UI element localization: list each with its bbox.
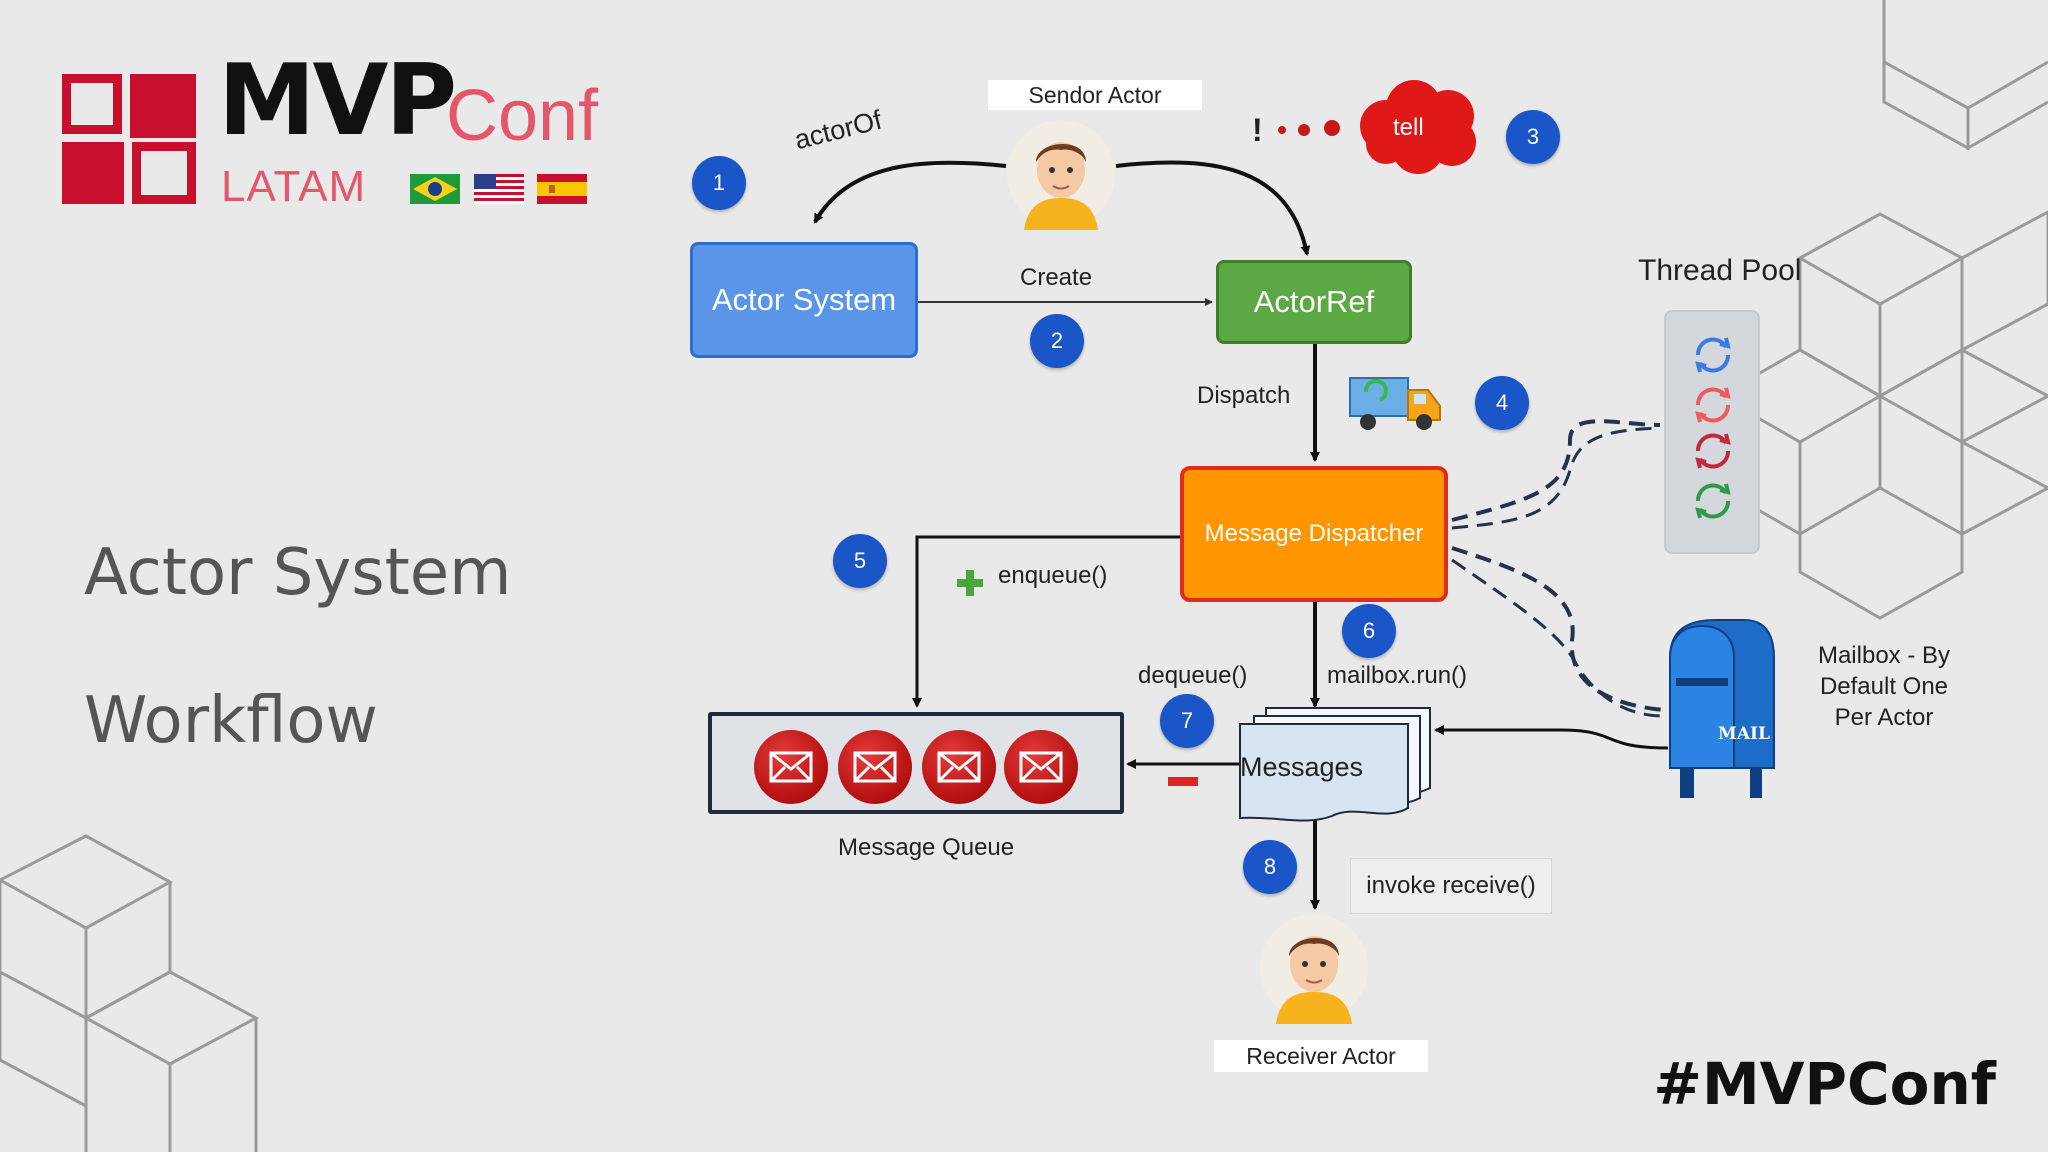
messages-label: Messages (1240, 752, 1364, 782)
message-queue-label: Message Queue (838, 834, 1015, 861)
edge-mailbox-top (1451, 546, 1665, 712)
message-queue-box (708, 712, 1124, 814)
step-badge-4: 4 (1475, 376, 1529, 430)
dispatch-label: Dispatch (1197, 382, 1291, 409)
actor-system-node: Actor System (690, 242, 918, 358)
thread-pool-label: Thread Pool (1638, 254, 1802, 287)
spain-flag (537, 174, 587, 204)
step-badge-3: 3 (1506, 110, 1560, 164)
logo-square-solid-tr (130, 74, 196, 138)
edge-enqueue (912, 535, 1180, 708)
edge-threadpool-top (1451, 419, 1661, 522)
envelope-icon (754, 730, 828, 804)
logo-square-outline-br (132, 142, 196, 204)
tell-dot-3 (1324, 120, 1340, 136)
brazil-flag (410, 174, 460, 204)
envelope-icon (838, 730, 912, 804)
edge-mailbox-bottom (1451, 558, 1665, 718)
receiver-actor-avatar-icon (1260, 914, 1368, 1024)
thread-refresh-icon (1695, 433, 1731, 469)
step-badge-1: 1 (692, 156, 746, 210)
logo-mvp-text: MVP (218, 44, 457, 158)
usa-flag (474, 174, 524, 204)
minus-icon (1168, 777, 1198, 786)
plus-icon (957, 570, 983, 596)
invoke-receive-label: invoke receive() (1350, 858, 1552, 914)
tell-cloud-icon (1360, 80, 1476, 174)
step-badge-6: 6 (1342, 604, 1396, 658)
create-label: Create (1020, 264, 1093, 291)
messages-stack-icon (1239, 707, 1431, 822)
logo-square-solid-bl (62, 142, 124, 204)
logo-conf-text: Conf (446, 76, 599, 156)
sender-actor-avatar-icon (1007, 120, 1115, 230)
step-badge-7: 7 (1160, 694, 1214, 748)
message-dispatcher-node: Message Dispatcher (1180, 466, 1448, 602)
edge-threadpool-bottom (1451, 426, 1661, 530)
mailbox-label: Mailbox - By Default One Per Actor (1817, 642, 1951, 731)
thread-refresh-icon (1695, 387, 1731, 423)
thread-pool-box (1664, 310, 1760, 554)
step-badge-8: 8 (1243, 840, 1297, 894)
tell-dot-2 (1298, 124, 1310, 136)
slide-title: Actor System Workflow (84, 462, 511, 832)
hashtag: #MVPConf (1653, 1050, 1996, 1118)
logo-square-outline-tl (62, 74, 122, 134)
edge-actorof (813, 160, 1007, 224)
edge-mailbox-to-messages (1434, 725, 1669, 750)
envelope-icon (1004, 730, 1078, 804)
delivery-truck-icon (1349, 377, 1441, 430)
tell-label: tell (1393, 114, 1424, 141)
tell-dot-1 (1278, 126, 1286, 134)
slide-title-line2: Workflow (84, 684, 378, 758)
step-badge-5: 5 (833, 534, 887, 588)
slide-title-line1: Actor System (84, 536, 512, 610)
step-badge-2: 2 (1030, 314, 1084, 368)
enqueue-label: enqueue() (998, 562, 1108, 589)
logo-latam-text: LATAM (221, 162, 367, 211)
dequeue-label: dequeue() (1138, 662, 1248, 689)
edge-sender-to-actorref (1115, 160, 1311, 256)
tell-bang-label: ! (1252, 112, 1263, 148)
thread-refresh-icon (1695, 337, 1731, 373)
sender-actor-label: Sendor Actor (988, 80, 1202, 110)
mailbox-sign: MAIL (1718, 724, 1770, 744)
actorref-node: ActorRef (1216, 260, 1412, 344)
thread-refresh-icon (1695, 483, 1731, 519)
envelope-icon (922, 730, 996, 804)
mailbox-run-label: mailbox.run() (1327, 662, 1468, 689)
receiver-actor-label: Receiver Actor (1214, 1040, 1428, 1072)
mailbox-icon (1669, 619, 1775, 798)
